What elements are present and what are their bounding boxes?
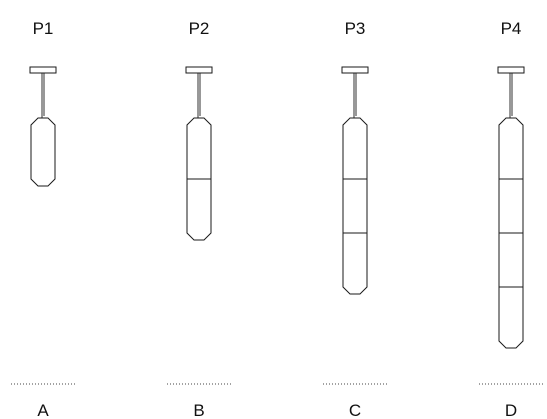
ceiling-canopy (185, 66, 213, 74)
lamp-body (342, 117, 368, 295)
lamp-body (30, 117, 56, 187)
pendant-top-label: P2 (189, 19, 210, 38)
pendant-bottom-label: D (505, 401, 517, 419)
pendant-top-label: P3 (345, 19, 366, 38)
pendant-bottom-label: C (349, 401, 361, 419)
pendant-top-label: P4 (501, 19, 522, 38)
ceiling-canopy (341, 66, 369, 74)
ceiling-canopy (497, 66, 525, 74)
ceiling-canopy (29, 66, 57, 74)
pendant-top-label: P1 (33, 19, 54, 38)
pendant-bottom-label: A (37, 401, 49, 419)
pendant-bottom-label: B (193, 401, 204, 419)
